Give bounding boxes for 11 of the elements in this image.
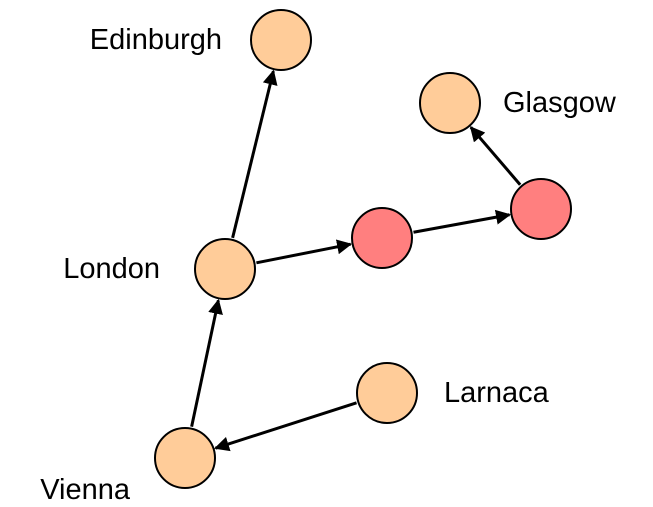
city-label: Edinburgh bbox=[90, 23, 222, 57]
city-label: Vienna bbox=[40, 473, 130, 507]
arrow bbox=[190, 298, 223, 427]
arrow bbox=[413, 210, 511, 234]
city-label: London bbox=[63, 252, 160, 286]
city-label: Larnaca bbox=[444, 376, 549, 410]
arrow bbox=[231, 70, 278, 238]
arrow bbox=[470, 126, 522, 186]
arrow bbox=[214, 401, 357, 452]
arrow bbox=[256, 239, 352, 264]
city-label: Glasgow bbox=[503, 86, 616, 120]
